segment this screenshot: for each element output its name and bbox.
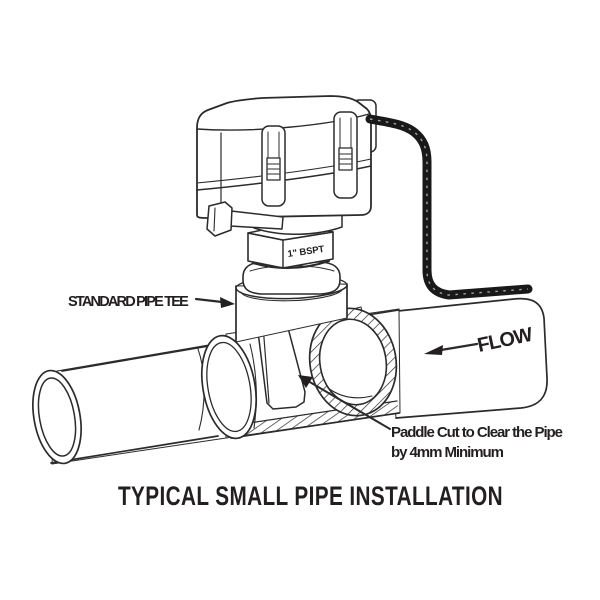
pipe-right [387, 297, 548, 419]
tee-callout-arrow-head [220, 297, 235, 308]
cable [365, 114, 533, 300]
pipe-tee-label: STANDARD PIPE TEE [68, 294, 189, 310]
tee-callout: STANDARD PIPE TEE [68, 294, 235, 310]
tee-cutaway-ring [308, 307, 398, 417]
diagram-title: TYPICAL SMALL PIPE INSTALLATION [118, 481, 503, 511]
fitting-size-label: 1" BSPT [287, 244, 325, 260]
manual-lever [206, 201, 284, 237]
paddle-callout: Paddle Cut to Clear the Pipe by 4mm Mini… [298, 375, 563, 461]
paddle-note-line1: Paddle Cut to Clear the Pipe [391, 424, 563, 441]
tee-left-socket [200, 334, 258, 440]
pipe-bore-opening [318, 318, 388, 406]
paddle-note-line2: by 4mm Minimum [391, 444, 504, 461]
paddle-callout-line [307, 380, 391, 430]
paddle-callout-arrow-head [298, 375, 313, 388]
tee-callout-line [194, 297, 224, 304]
flow-switch-device [196, 95, 377, 237]
pipe-left [32, 341, 227, 465]
flow-arrow-head [424, 345, 443, 355]
lid-clip-right [333, 111, 358, 199]
flow-arrow-line [439, 342, 479, 352]
lid-clip-left [261, 125, 286, 207]
